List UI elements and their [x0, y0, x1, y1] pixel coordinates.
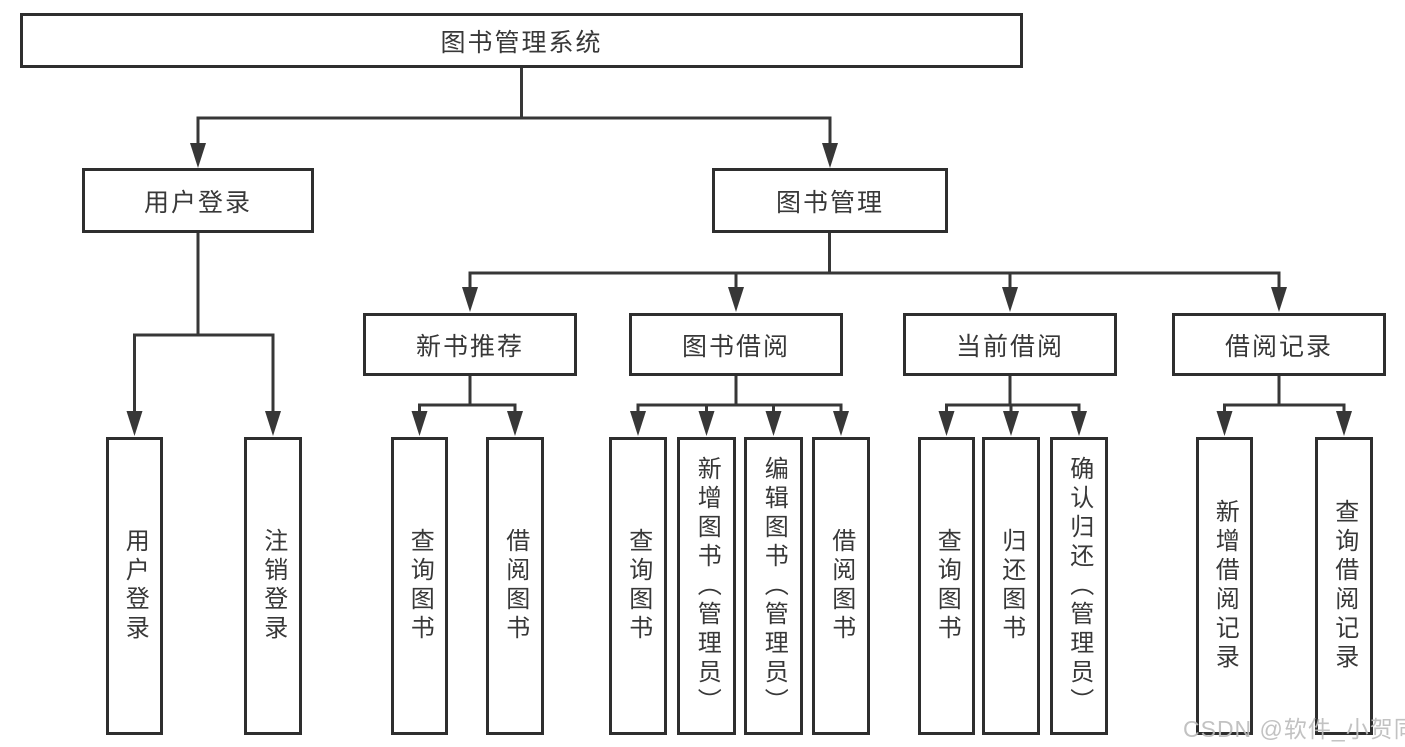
leaf-confirm-return-admin: 确认归还（管理员） [1050, 437, 1108, 735]
node-label: 图书借阅 [681, 332, 790, 361]
node-label: 编辑图书（管理员） [760, 455, 788, 717]
node-label: 查询图书 [624, 528, 652, 644]
csdn-watermark: CSDN @软件_小贺同学 [1183, 716, 1405, 742]
leaf-query-borrow-record: 查询借阅记录 [1315, 437, 1373, 735]
node-user-login: 用户登录 [82, 168, 314, 233]
node-label: 新增借阅记录 [1211, 499, 1239, 673]
node-label: 查询借阅记录 [1330, 499, 1358, 673]
node-label: 归还图书 [997, 528, 1025, 644]
leaf-user-login: 用户登录 [106, 437, 163, 735]
leaf-add-borrow-record: 新增借阅记录 [1196, 437, 1253, 735]
node-label: 查询图书 [406, 528, 434, 644]
arrowheads [126, 143, 1352, 436]
node-new-book-recommendation: 新书推荐 [363, 313, 577, 376]
leaf-logout-login: 注销登录 [244, 437, 302, 735]
node-borrowing-records: 借阅记录 [1172, 313, 1386, 376]
node-label: 借阅图书 [827, 528, 855, 644]
node-book-borrowing: 图书借阅 [629, 313, 843, 376]
node-label: 查询图书 [933, 528, 961, 644]
node-label: 借阅记录 [1224, 332, 1333, 361]
node-label: 借阅图书 [501, 528, 529, 644]
node-current-borrowing: 当前借阅 [903, 313, 1117, 376]
node-label: 用户登录 [121, 528, 149, 644]
node-label: 图书管理 [775, 188, 884, 217]
node-label: 确认归还（管理员） [1065, 455, 1093, 717]
leaf-borrow-book-recommend: 借阅图书 [486, 437, 544, 735]
node-label: 新增图书（管理员） [693, 455, 721, 717]
node-book-management: 图书管理 [712, 168, 948, 233]
node-label: 当前借阅 [955, 332, 1064, 361]
leaf-edit-book-admin: 编辑图书（管理员） [744, 437, 803, 735]
leaf-query-book-borrowing: 查询图书 [609, 437, 667, 735]
leaf-query-book-recommend: 查询图书 [391, 437, 448, 735]
node-label: 用户登录 [143, 188, 252, 217]
leaf-add-book-admin: 新增图书（管理员） [677, 437, 736, 735]
connector-lines [133, 66, 1346, 414]
leaf-query-book-current: 查询图书 [918, 437, 975, 735]
node-root-library-management-system: 图书管理系统 [20, 13, 1023, 68]
node-label: 新书推荐 [415, 332, 524, 361]
node-label: 注销登录 [259, 528, 287, 644]
leaf-return-book: 归还图书 [982, 437, 1040, 735]
leaf-borrow-book: 借阅图书 [812, 437, 870, 735]
node-label: 图书管理系统 [440, 28, 603, 57]
